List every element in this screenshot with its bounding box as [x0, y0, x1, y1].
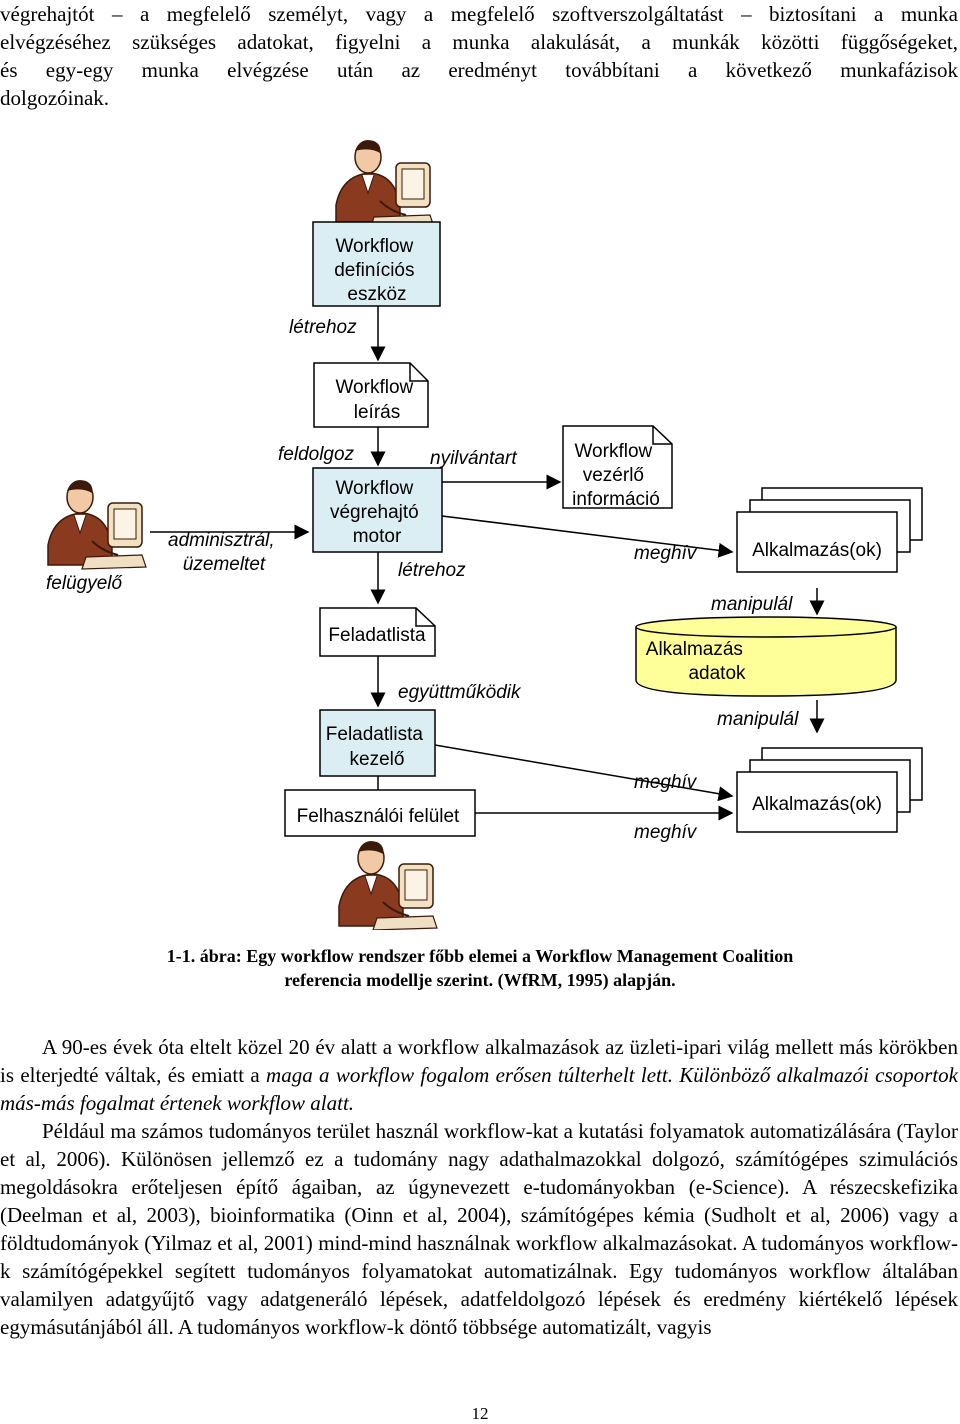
- invokes-label-bottom: meghív: [634, 822, 698, 843]
- page-number: 12: [471, 1404, 489, 1423]
- user-interface-box: [284, 789, 476, 837]
- intro-line: dolgozóinak.: [0, 86, 110, 110]
- invokes-label-top: meghív: [634, 543, 698, 564]
- workflow-reference-model-diagram: Workflow definíciós eszköz létrehoz Work…: [46, 139, 923, 930]
- description-label: Workflow leírás: [335, 377, 418, 423]
- creates-label-mid: létrehoz: [398, 560, 466, 581]
- applications-box-top: [736, 487, 923, 573]
- applications-label-top: Alkalmazás(ok): [752, 540, 882, 561]
- definition-tool-box: [312, 221, 441, 307]
- manipulates-label-bottom: manipulál: [717, 709, 799, 730]
- description-document: [313, 362, 429, 428]
- supervisor-person-icon: [47, 479, 147, 570]
- creates-label-top: létrehoz: [289, 317, 357, 338]
- body-p1-italic: maga a workflow fogalom erősen túlterhel…: [0, 1063, 958, 1115]
- user-interface-label: Felhasználói felület: [297, 806, 460, 827]
- registers-label: nyilvántart: [430, 448, 517, 469]
- intro-line: és egy-egy munka elvégzése után az eredm…: [0, 58, 958, 82]
- manipulates-label-top: manipulál: [711, 594, 793, 615]
- invokes-label-mid: meghív: [634, 772, 698, 793]
- engine-label: Workflow végrehajtó motor: [330, 478, 424, 547]
- application-data-cylinder: [635, 616, 897, 697]
- worklist-handler-label: Feladatlista kezelő: [326, 724, 428, 770]
- control-info-label: Workflow vezérlő információ: [572, 441, 660, 510]
- worklist-handler-box: [319, 709, 436, 777]
- cooperates-label: együttműködik: [398, 682, 522, 703]
- definition-tool-label: Workflow definíciós eszköz: [334, 236, 420, 305]
- worklist-document: [319, 607, 436, 657]
- intro-paragraph: végrehajtót – a megfelelő személyt, vagy…: [0, 0, 958, 112]
- applications-label-bottom: Alkalmazás(ok): [752, 794, 882, 815]
- body-p2-text: Például ma számos tudományos terület has…: [0, 1119, 958, 1339]
- body-paragraph-1: A 90-es évek óta eltelt közel 20 év alat…: [0, 1033, 958, 1117]
- worklist-label: Feladatlista: [328, 625, 426, 646]
- figure-caption: 1-1. ábra: Egy workflow rendszer főbb el…: [0, 944, 960, 992]
- developer-person-icon: [335, 139, 435, 230]
- caption-line: 1-1. ábra: Egy workflow rendszer főbb el…: [166, 946, 794, 966]
- intro-line: elvégzéséhez szükséges adatokat, figyeln…: [0, 30, 958, 54]
- caption-line: referencia modellje szerint. (WfRM, 1995…: [284, 970, 676, 990]
- supervisor-label: felügyelő: [46, 573, 122, 594]
- control-info-document: [562, 425, 673, 509]
- admin-label: adminisztrál, üzemeltet: [168, 530, 280, 575]
- body-p1-normal: A 90-es évek óta eltelt közel 20 év alat…: [0, 1035, 958, 1087]
- application-data-label: Alkalmazás adatok: [646, 639, 748, 684]
- applications-box-bottom: [736, 747, 923, 833]
- user-person-icon: [338, 840, 438, 930]
- body-paragraph-2: Például ma számos tudományos terület has…: [0, 1117, 958, 1341]
- intro-line: végrehajtót – a megfelelő személyt, vagy…: [0, 2, 958, 26]
- processes-label: feldolgoz: [278, 444, 355, 465]
